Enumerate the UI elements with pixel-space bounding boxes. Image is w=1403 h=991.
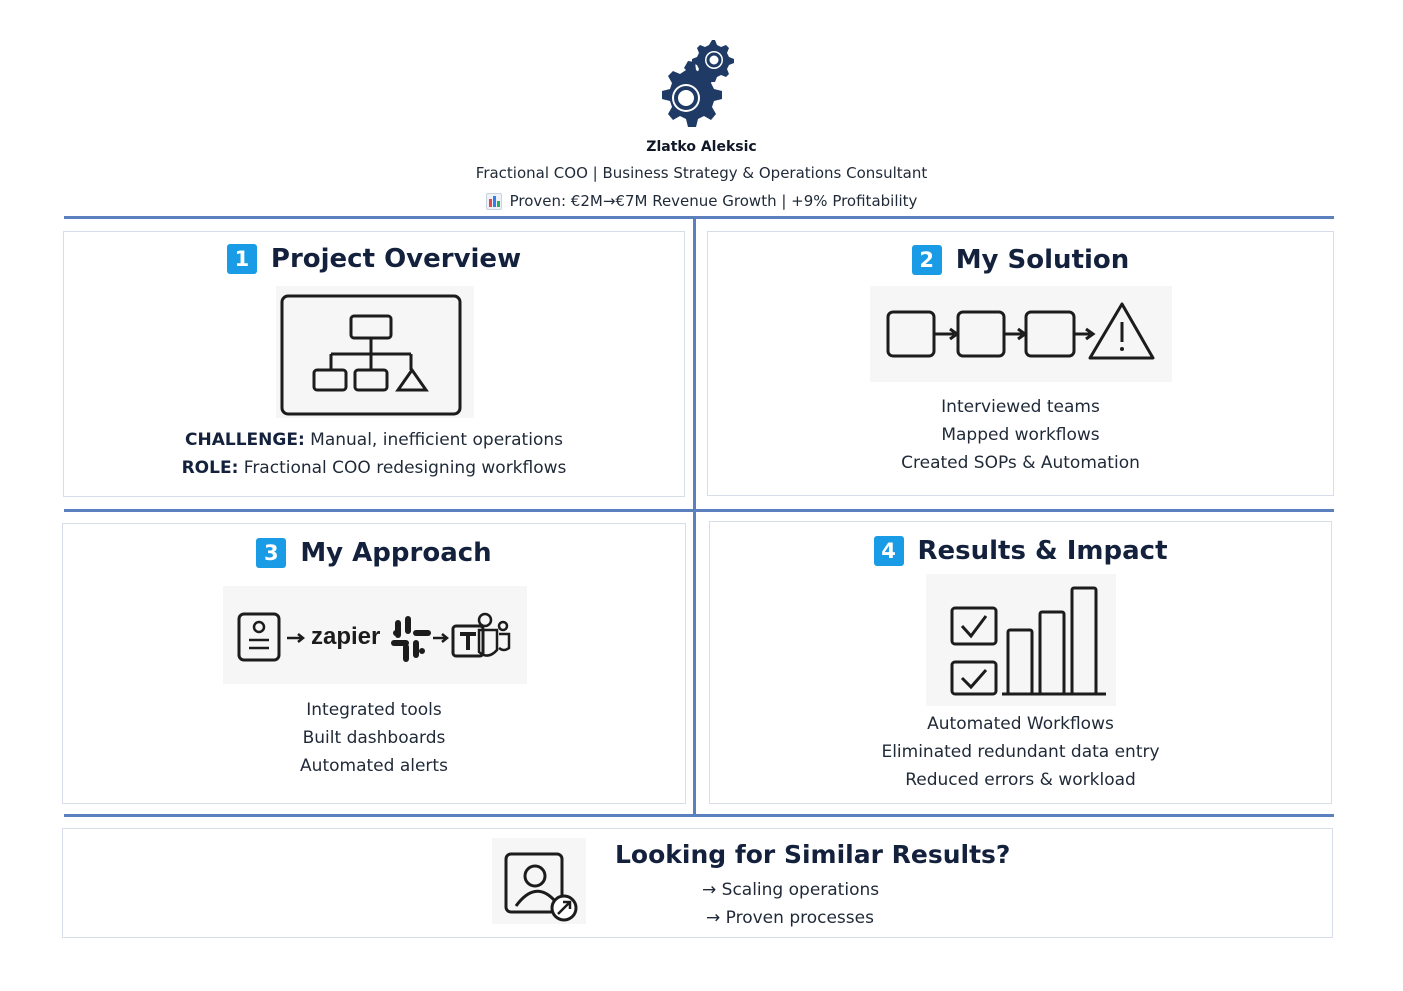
section-heading: 2 My Solution	[708, 245, 1333, 275]
cta-item-scaling: → Scaling operations	[702, 880, 879, 900]
divider-bottom	[64, 814, 1334, 817]
divider-top	[64, 216, 1334, 219]
zapier-logo-text: zapier	[311, 623, 380, 650]
section-heading: 1 Project Overview	[64, 244, 684, 274]
section-text: Integrated tools Built dashboards Automa…	[63, 696, 685, 780]
proven-line: Proven: €2M→€7M Revenue Growth | +9% Pro…	[0, 192, 1403, 210]
cta-item-text: Scaling operations	[721, 880, 880, 900]
number-badge: 4	[873, 536, 904, 566]
challenge-text: Manual, inefficient operations	[310, 430, 563, 450]
cta-item-text: Proven processes	[725, 908, 874, 928]
text-line: Automated Workflows	[927, 714, 1114, 734]
text-line: Mapped workflows	[941, 425, 1100, 445]
tagline: Fractional COO | Business Strategy & Ope…	[475, 164, 928, 182]
process-flow-warning-icon	[870, 286, 1172, 382]
panel-cta	[62, 828, 1333, 938]
text-line: Eliminated redundant data entry	[881, 742, 1160, 762]
section-text: CHALLENGE: Manual, inefficient operation…	[64, 426, 684, 482]
consultant-name: Zlatko Aleksic	[646, 139, 757, 155]
role-label: ROLE:	[181, 458, 239, 478]
gears-icon	[662, 40, 734, 127]
divider-middle	[64, 509, 1334, 512]
text-line: Automated alerts	[300, 756, 448, 776]
divider-vertical	[693, 216, 696, 816]
section-text: Automated Workflows Eliminated redundant…	[710, 710, 1331, 794]
org-chart-icon	[276, 286, 474, 418]
panel-my-approach: 3 My Approach zapier Integrated tools	[62, 523, 686, 804]
challenge-label: CHALLENGE:	[185, 430, 305, 450]
panel-results-impact: 4 Results & Impact Automated Workflows E…	[709, 521, 1332, 804]
role-text: Fractional COO redesigning workflows	[243, 458, 567, 478]
section-title: My Solution	[955, 245, 1130, 275]
text-line: Created SOPs & Automation	[901, 453, 1140, 473]
section-heading: 3 My Approach	[63, 538, 685, 568]
number-badge: 1	[226, 244, 257, 274]
number-badge: 2	[911, 245, 942, 275]
section-title: My Approach	[300, 538, 492, 568]
bar-chart-icon	[485, 192, 502, 210]
role-line: ROLE: Fractional COO redesigning workflo…	[64, 454, 684, 482]
text-line: Built dashboards	[302, 728, 446, 748]
panel-project-overview: 1 Project Overview CHALLENGE: Manual, in…	[63, 231, 685, 497]
contact-profile-icon[interactable]	[492, 838, 586, 924]
text-line: Integrated tools	[306, 700, 442, 720]
checklist-bar-chart-icon	[926, 574, 1116, 706]
panel-my-solution: 2 My Solution Interviewed teams Mapped w…	[707, 231, 1334, 496]
section-heading: 4 Results & Impact	[710, 536, 1331, 566]
cta-title: Looking for Similar Results?	[615, 840, 1011, 869]
section-title: Results & Impact	[917, 536, 1168, 566]
proven-text: Proven: €2M→€7M Revenue Growth | +9% Pro…	[509, 192, 918, 210]
arrow-right-icon: →	[706, 908, 721, 928]
challenge-line: CHALLENGE: Manual, inefficient operation…	[64, 426, 684, 454]
section-title: Project Overview	[270, 244, 522, 274]
cta-item-processes: → Proven processes	[706, 908, 874, 928]
text-line: Reduced errors & workload	[905, 770, 1136, 790]
text-line: Interviewed teams	[941, 397, 1100, 417]
section-text: Interviewed teams Mapped workflows Creat…	[708, 393, 1333, 477]
tool-integration-icon: zapier	[223, 586, 527, 684]
number-badge: 3	[256, 538, 287, 568]
arrow-right-icon: →	[702, 880, 717, 900]
